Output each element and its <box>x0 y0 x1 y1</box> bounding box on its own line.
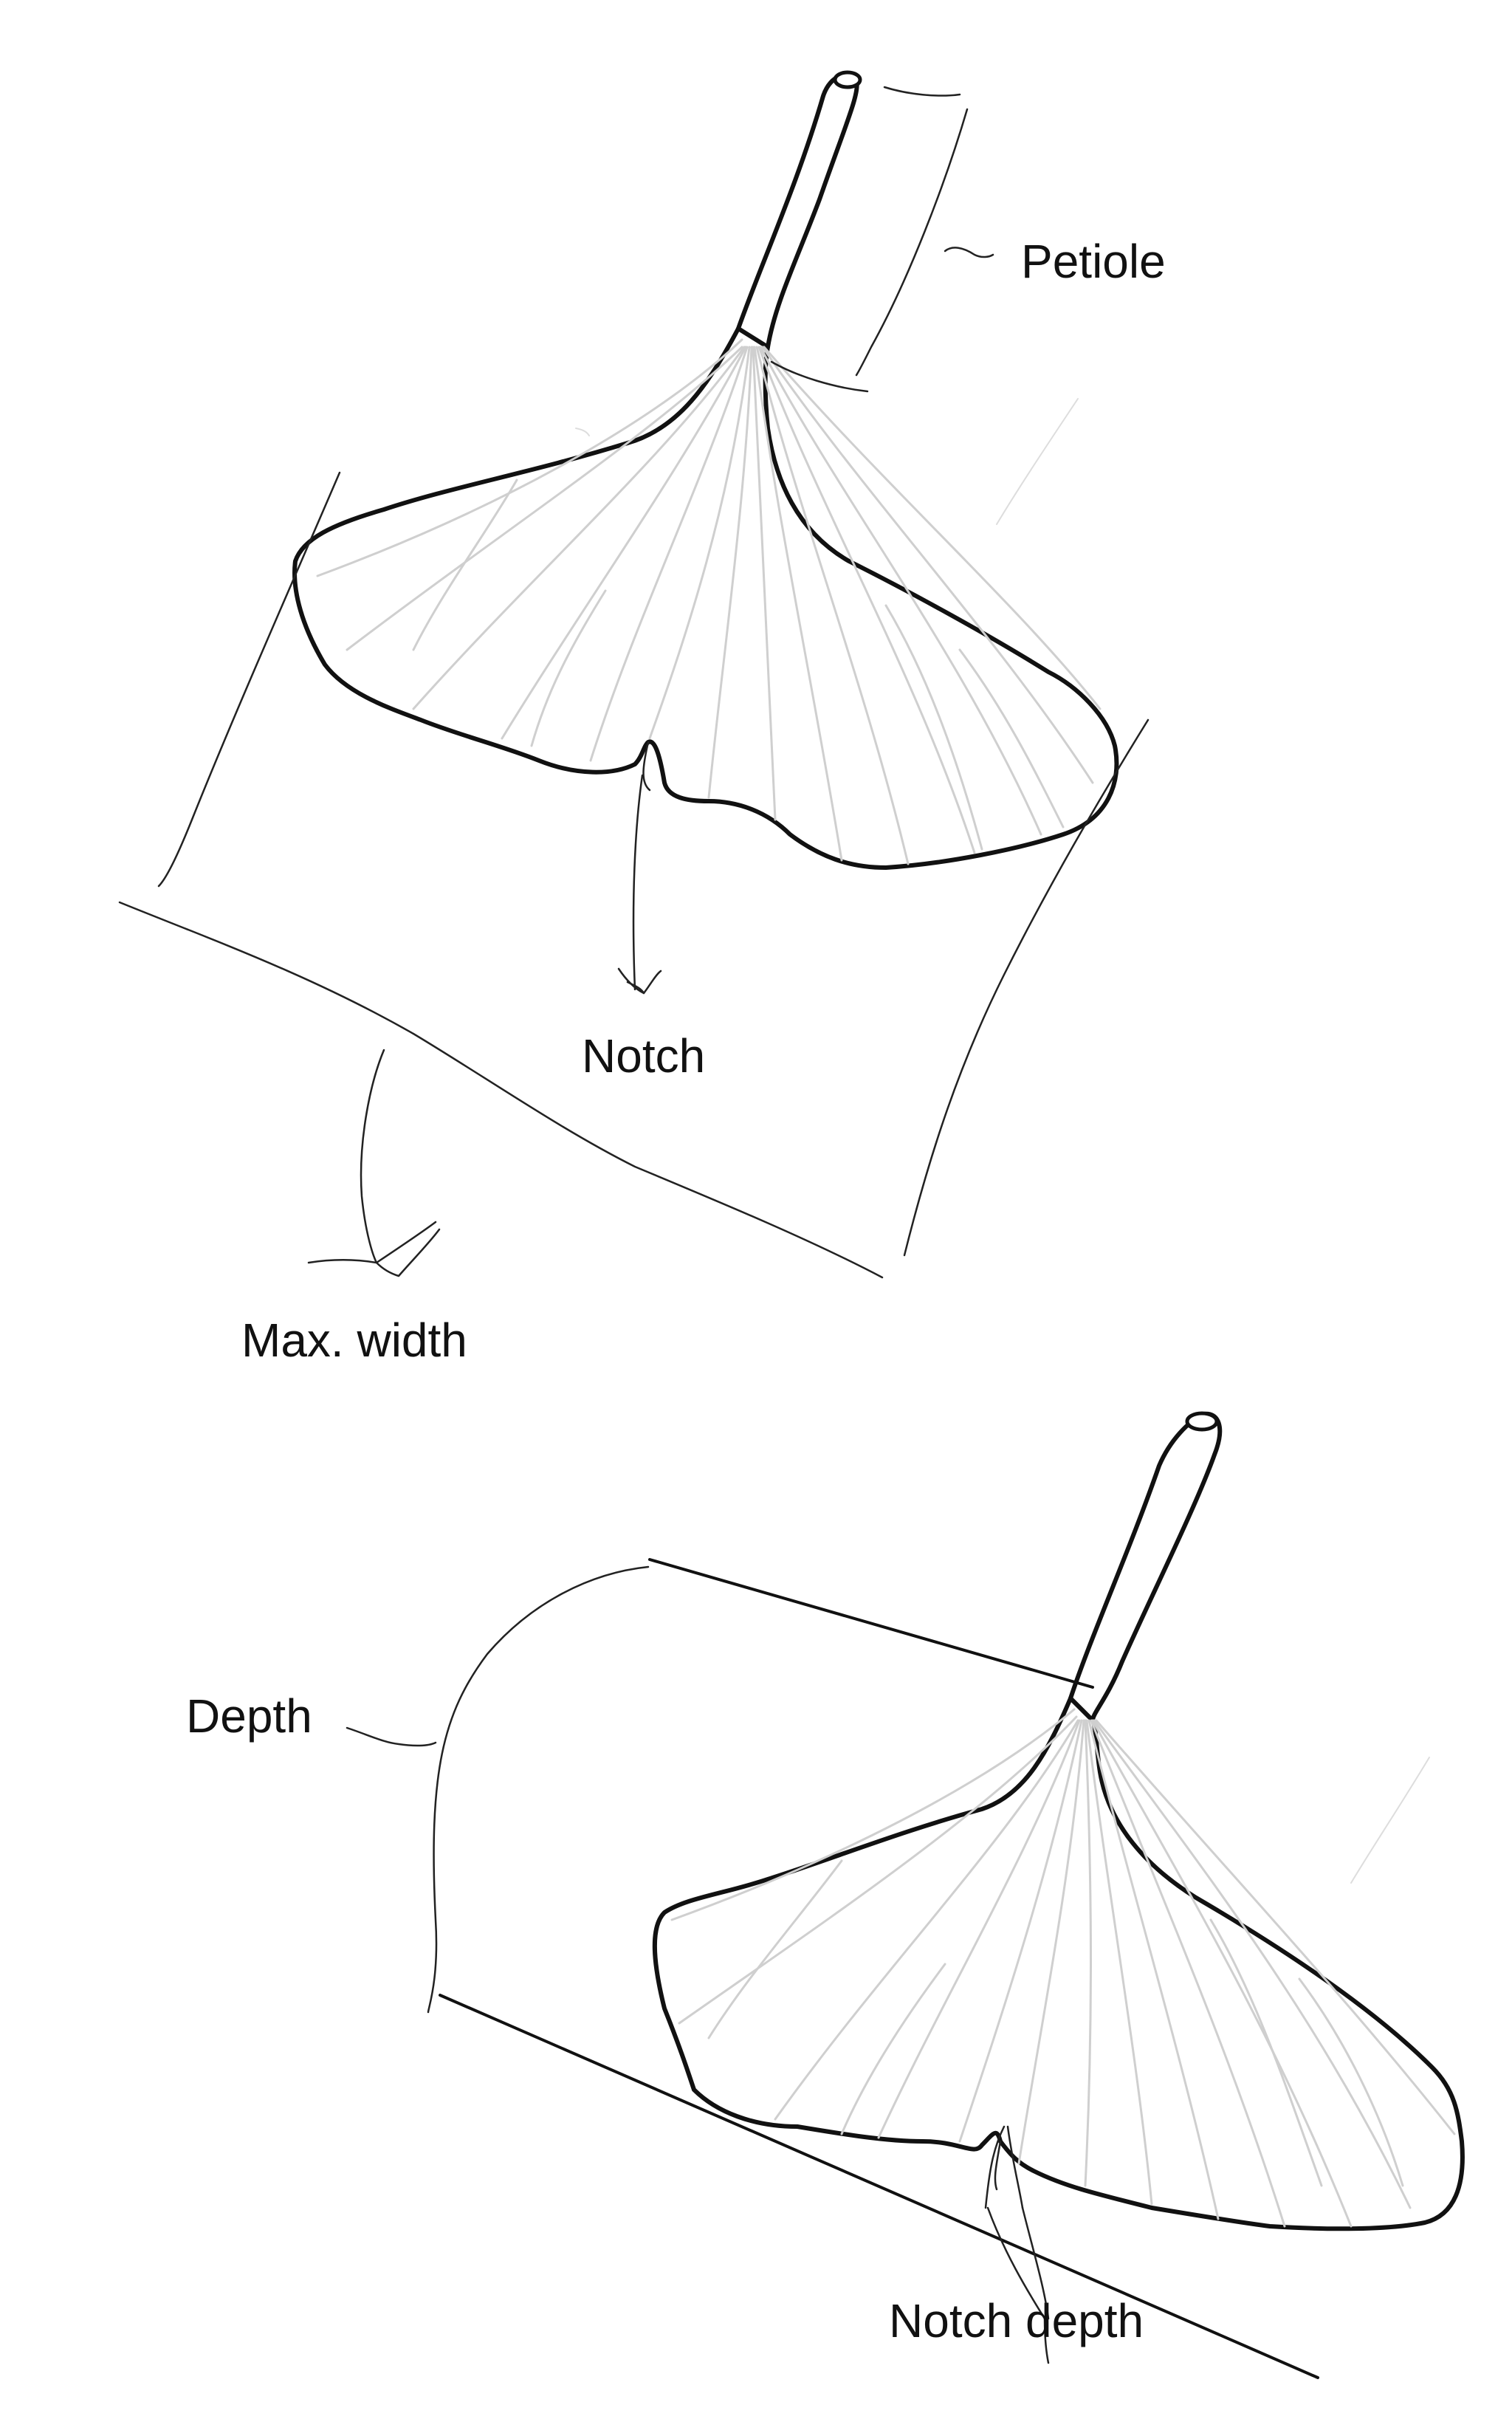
notch-depth-label: Notch depth <box>889 2294 1144 2347</box>
petiole-label: Petiole <box>1021 235 1166 288</box>
bottom-leaf-veins <box>670 1708 1456 2228</box>
notch-arrow <box>617 774 662 995</box>
top-leaf-petiole-tip <box>833 70 862 89</box>
depth-top-line <box>648 1558 1094 1689</box>
max-width-arrow <box>307 1049 441 1277</box>
top-leaf <box>292 70 1119 870</box>
top-leaf-blade <box>292 326 1119 870</box>
top-leaf-petiole <box>736 72 859 349</box>
notch-depth-arrow <box>984 2125 1050 2364</box>
top-leaf-veins <box>316 338 1102 865</box>
depth-bottom-line <box>439 1994 1319 2379</box>
max-width-label: Max. width <box>241 1314 467 1367</box>
bottom-leaf-blade <box>652 1696 1465 2231</box>
depth-lines <box>346 1558 1319 2379</box>
petiole-bracket <box>770 86 994 393</box>
bottom-leaf <box>652 1411 1465 2231</box>
max-width-lines <box>118 471 1150 1279</box>
bottom-leaf-petiole-tip <box>1185 1411 1219 1432</box>
depth-label: Depth <box>186 1689 312 1743</box>
bottom-leaf-petiole <box>1068 1411 1223 1723</box>
notch-label: Notch <box>582 1029 706 1082</box>
